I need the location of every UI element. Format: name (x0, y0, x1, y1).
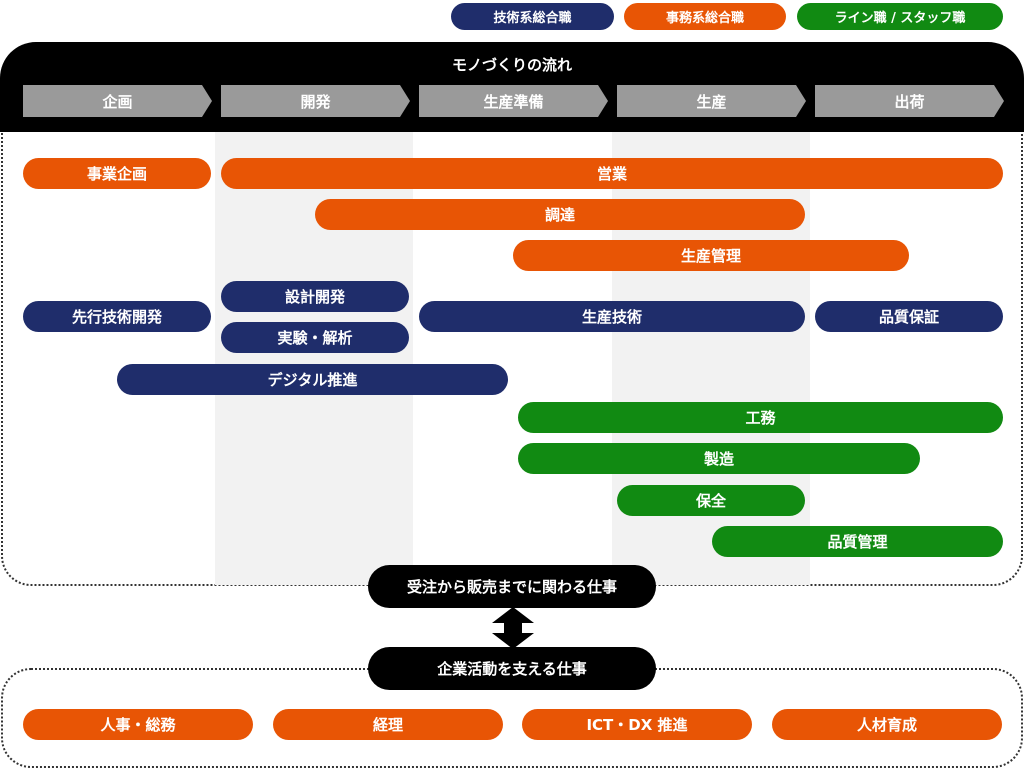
job-accounting: 経理 (273, 709, 503, 740)
job-maintenance: 保全 (617, 485, 805, 516)
job-works: 工務 (518, 402, 1003, 433)
job-talent-development: 人材育成 (772, 709, 1002, 740)
job-procurement: 調達 (315, 199, 805, 230)
job-production-engineering: 生産技術 (419, 301, 805, 332)
stage-production: 生産 (617, 85, 806, 117)
job-production-control: 生産管理 (513, 240, 909, 271)
job-ict-dx: ICT・DX 推進 (522, 709, 752, 740)
job-manufacturing: 製造 (518, 443, 920, 474)
job-testing-analysis: 実験・解析 (221, 322, 409, 353)
section-support: 企業活動を支える仕事 (368, 647, 656, 690)
stage-planning: 企画 (23, 85, 212, 117)
job-hr-general-affairs: 人事・総務 (23, 709, 253, 740)
job-advanced-tech: 先行技術開発 (23, 301, 211, 332)
job-business-planning: 事業企画 (23, 158, 211, 189)
stage-shipping: 出荷 (815, 85, 1004, 117)
legend-technical: 技術系総合職 (451, 3, 614, 30)
job-design-development: 設計開発 (221, 281, 409, 312)
section-order-to-sales: 受注から販売までに関わる仕事 (368, 565, 656, 608)
double-arrow-icon (492, 607, 534, 649)
job-digital-promotion: デジタル推進 (117, 364, 508, 395)
job-sales: 営業 (221, 158, 1003, 189)
job-quality-assurance: 品質保証 (815, 301, 1003, 332)
legend-administrative: 事務系総合職 (624, 3, 786, 30)
stage-development: 開発 (221, 85, 410, 117)
legend-line-staff: ライン職 / スタッフ職 (797, 3, 1003, 30)
job-quality-control: 品質管理 (712, 526, 1003, 557)
flow-title: モノづくりの流れ (451, 56, 572, 74)
stage-production-prep: 生産準備 (419, 85, 608, 117)
